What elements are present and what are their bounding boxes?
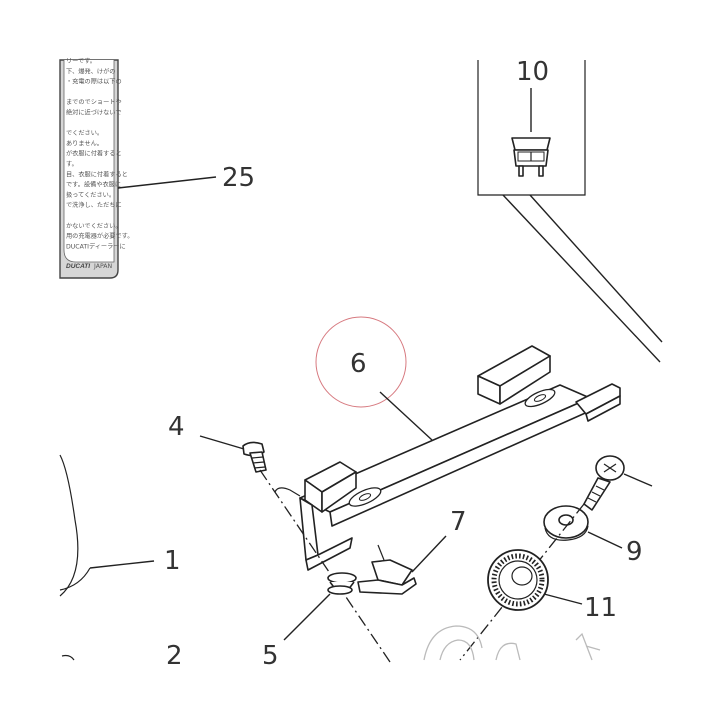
- callout-9: 9: [626, 537, 643, 567]
- label-line: ありません。: [66, 140, 103, 147]
- inset-pointer-line-b: [529, 194, 663, 343]
- callout-25: 25: [222, 163, 255, 193]
- grommet-part-5: [327, 572, 357, 595]
- label-line: DUCATIディーラーに: [66, 242, 126, 250]
- leader-25: [117, 176, 217, 189]
- label-line: です。設備や衣服に: [66, 181, 121, 189]
- assembly-axis-left: [259, 469, 391, 663]
- callout-7: 7: [450, 507, 467, 537]
- callout-6: 6: [350, 349, 367, 379]
- ghost-parts: [423, 625, 601, 661]
- knob-part-11: [487, 549, 549, 611]
- leader-9: [587, 531, 623, 549]
- callout-1: 1: [164, 546, 181, 576]
- washer-part-9: [543, 505, 589, 541]
- part-2-edge: [61, 654, 75, 661]
- label-line: までのでショートや: [66, 98, 122, 106]
- label-line: 目、衣服に付着すると: [66, 170, 128, 178]
- label-line: 絶対に近づけないで: [66, 109, 122, 117]
- fuse-inset-box: 10: [477, 57, 663, 363]
- bolt-part-4: [242, 441, 267, 473]
- leader-5: [283, 593, 331, 641]
- label-brand-suffix: JAPAN: [93, 263, 113, 270]
- label-line: リーです。: [66, 58, 96, 65]
- cover-part-1: [59, 454, 91, 597]
- leader-screw: [623, 473, 653, 487]
- callout-11: 11: [584, 593, 617, 623]
- clip-part-7: [357, 544, 417, 595]
- label-line: 下、爆発、けがの: [66, 67, 116, 75]
- inset-pointer-line-a: [502, 194, 661, 363]
- callout-2: 2: [166, 641, 183, 671]
- callout-4: 4: [168, 412, 185, 442]
- callout-10: 10: [516, 57, 549, 87]
- leader-1: [89, 560, 155, 569]
- label-line: かないでください。: [66, 223, 122, 230]
- fuse-icon: [511, 137, 551, 177]
- warning-label-text: リーです。下、爆発、けがの・充電の際は以下のまでのでショートや絶対に近づけないで…: [66, 58, 133, 250]
- leader-4: [199, 435, 245, 450]
- label-line: 用の充電器が必要です。: [66, 232, 133, 240]
- label-brand: DUCATI: [66, 263, 90, 270]
- label-line: で洗浄し、ただちに: [66, 201, 122, 209]
- warning-label-sticker: リーです。下、爆発、けがの・充電の際は以下のまでのでショートや絶対に近づけないで…: [59, 58, 133, 279]
- leader-7: [411, 535, 447, 573]
- label-line: す。: [66, 161, 78, 168]
- highlight-circle: [315, 316, 407, 408]
- screw-part: [583, 455, 625, 511]
- label-line: が衣服に付着すると: [66, 150, 122, 158]
- label-line: でください。: [66, 130, 103, 137]
- callout-5: 5: [262, 641, 279, 671]
- label-line: 扱ってください。: [66, 191, 115, 199]
- bracket-part-6: [274, 345, 621, 571]
- leader-11: [543, 593, 583, 605]
- label-line: ・充電の際は以下の: [66, 78, 122, 86]
- leader-6: [379, 391, 433, 441]
